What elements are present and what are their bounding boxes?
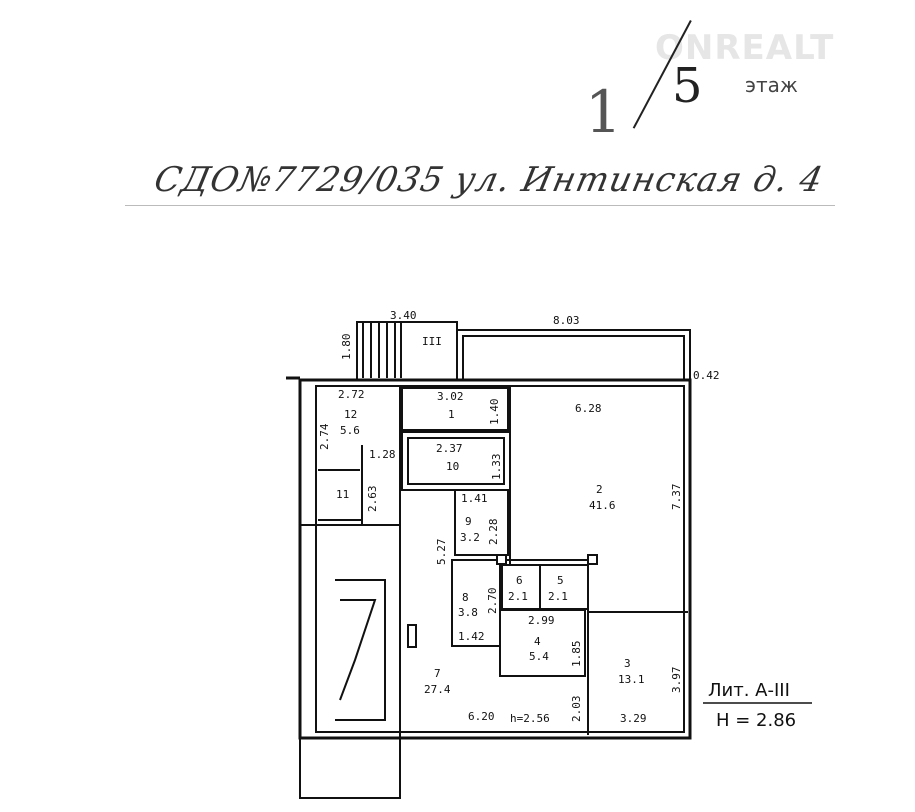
room-area: 3.8	[458, 606, 478, 619]
porch-label: III	[422, 335, 442, 348]
room-area: 3.2	[460, 531, 480, 544]
dim: 3.29	[620, 712, 647, 725]
room-area: 5.4	[529, 650, 549, 663]
dim: 2.72	[338, 388, 365, 401]
room-number: 12	[344, 408, 357, 421]
dim: 1.33	[490, 454, 503, 481]
dim: 1.42	[458, 630, 485, 643]
room-number: 4	[534, 635, 541, 648]
room-number: 11	[336, 488, 349, 501]
room-area: 5.6	[340, 424, 360, 437]
floor-word: этаж	[745, 73, 798, 97]
room-area: 2.1	[548, 590, 568, 603]
ceiling-height: H = 2.86	[716, 710, 796, 731]
porch	[356, 321, 458, 381]
dim: 2.99	[528, 614, 555, 627]
room-number: 2	[596, 483, 603, 496]
balcony	[456, 329, 691, 380]
room-area: 2.1	[508, 590, 528, 603]
room-number: 7	[434, 667, 441, 680]
dim: 2.63	[366, 486, 379, 513]
room-labels: 12 5.6 1 10 11 9 3.2 2 41.6 8 3.8 6 2.1 …	[336, 408, 645, 696]
dim: 8.03	[553, 314, 580, 327]
dim: 7.37	[670, 484, 683, 511]
litera-block: Лит. А-III H = 2.86	[703, 680, 812, 731]
room-area: 13.1	[618, 673, 645, 686]
room-walls	[299, 386, 688, 799]
floor-number: 1	[585, 78, 622, 146]
dim: 2.03	[570, 696, 583, 723]
dim: 6.20	[468, 710, 495, 723]
dim: 6.28	[575, 402, 602, 415]
room-number: 5	[557, 574, 564, 587]
litera-label: Лит. А-III	[708, 680, 790, 701]
dim: 5.27	[435, 539, 448, 566]
room-number: 1	[448, 408, 455, 421]
dim: 1.28	[369, 448, 396, 461]
room-number: 6	[516, 574, 523, 587]
floors-total: 5	[672, 58, 703, 114]
room-area: 27.4	[424, 683, 451, 696]
dim: 3.40	[390, 309, 417, 322]
room-number: 10	[446, 460, 459, 473]
dim: 2.37	[436, 442, 463, 455]
dim: 3.97	[670, 667, 683, 694]
inner-wall	[315, 385, 685, 733]
corridor-height: h=2.56	[510, 712, 550, 725]
dim: 1.40	[488, 399, 501, 426]
underline	[125, 205, 835, 206]
dim: 3.02	[437, 390, 464, 403]
dimensions: 3.40 8.03 1.80 0.42 2.72 3.02 1.40 6.28 …	[318, 309, 720, 725]
room-area: 41.6	[589, 499, 616, 512]
room-number: 9	[465, 515, 472, 528]
dim: 2.70	[486, 588, 499, 615]
dim: 1.80	[340, 334, 353, 361]
dim: 2.74	[318, 423, 331, 450]
dim: 1.85	[570, 641, 583, 668]
room-number: 3	[624, 657, 631, 670]
dim: 2.28	[487, 519, 500, 546]
room-number: 8	[462, 591, 469, 604]
dim: 0.42	[693, 369, 720, 382]
watermark-logo: ONREALT	[655, 28, 835, 68]
dim: 1.41	[461, 492, 488, 505]
